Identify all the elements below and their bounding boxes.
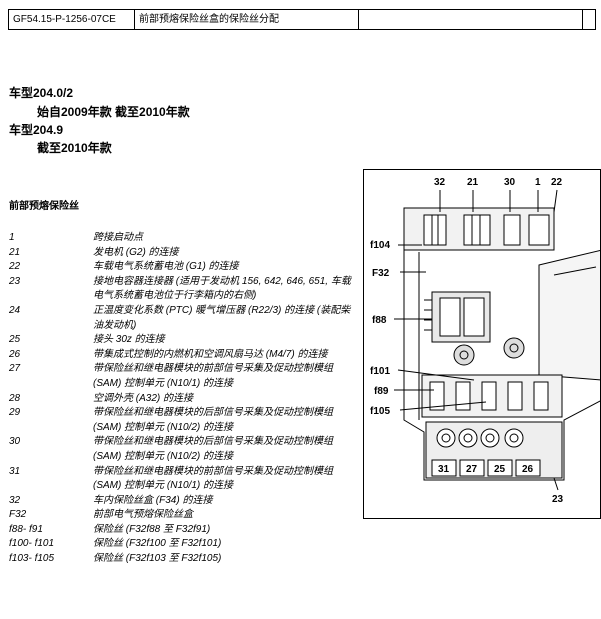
- figure-label: 26: [522, 464, 534, 475]
- model-2-range: 截至2010年款: [37, 141, 112, 155]
- document-header-table: GF54.15-P-1256-07CE 前部预熔保险丝盒的保险丝分配: [8, 9, 596, 30]
- legend-text: 带保险丝和继电器模块的后部信号采集及促动控制模组 (SAM) 控制单元 (N10…: [93, 436, 333, 462]
- fuse-box-diagram: 32 21 30 1 22 f104 F32 f88 f101 f89 f105…: [363, 169, 601, 519]
- legend-key: 24: [9, 304, 21, 316]
- legend-key: 1: [9, 232, 15, 243]
- legend-item: 29 带保险丝和继电器模块的后部信号采集及促动控制模组 (SAM) 控制单元 (N…: [9, 406, 359, 435]
- legend-key: f103- f105: [9, 553, 55, 565]
- figure-label: F32: [372, 268, 390, 279]
- legend-item: 26 带集成式控制的内燃机和空调风扇马达 (M4/7) 的连接: [9, 348, 359, 363]
- figure-label: 23: [552, 494, 564, 505]
- legend-key: 25: [9, 334, 21, 346]
- header-cell-3: [359, 10, 583, 29]
- legend-text: 带保险丝和继电器模块的前部信号采集及促动控制模组 (SAM) 控制单元 (N10…: [93, 363, 333, 389]
- legend-text: 带保险丝和继电器模块的后部信号采集及促动控制模组 (SAM) 控制单元 (N10…: [93, 407, 333, 433]
- legend-key: F32: [9, 509, 27, 521]
- legend-key: 27: [9, 363, 21, 375]
- legend-key: 30: [9, 436, 21, 448]
- section-title: 前部预熔保险丝: [9, 201, 79, 212]
- legend-item: 1 跨接启动点: [9, 231, 359, 246]
- legend-item: 23 接地电容器连接器 (适用于发动机 156, 642, 646, 651, 车…: [9, 275, 359, 304]
- legend-item: 21 发电机 (G2) 的连接: [9, 246, 359, 261]
- model-2-name: 车型204.9: [9, 123, 64, 137]
- figure-label: 31: [438, 464, 450, 475]
- legend-key: 26: [9, 348, 21, 360]
- legend-item: 30 带保险丝和继电器模块的后部信号采集及促动控制模组 (SAM) 控制单元 (N…: [9, 435, 359, 464]
- legend-key: 29: [9, 407, 21, 419]
- model-1-name: 车型204.0/2: [9, 86, 74, 100]
- figure-label: f88: [372, 315, 387, 326]
- legend-key: 23: [9, 275, 21, 287]
- legend-key: 22: [9, 261, 21, 273]
- figure-label: 1: [535, 177, 541, 188]
- legend-text: 空调外壳 (A32) 的连接: [93, 392, 194, 404]
- figure-label: 21: [467, 177, 479, 188]
- legend-text: 带集成式控制的内燃机和空调风扇马达 (M4/7) 的连接: [93, 348, 328, 360]
- header-cell-4: [583, 10, 595, 29]
- figure-label: 25: [494, 464, 506, 475]
- model-1-range: 始自2009年款 截至2010年款: [37, 105, 190, 119]
- legend-item: 31 带保险丝和继电器模块的前部信号采集及促动控制模组 (SAM) 控制单元 (N…: [9, 465, 359, 494]
- legend-key: 31: [9, 465, 21, 477]
- legend-text: 跨接启动点: [93, 232, 143, 243]
- figure-label: f101: [370, 366, 390, 377]
- legend-item: f100- f101 保险丝 (F32f100 至 F32f101): [9, 537, 359, 552]
- legend-item: 25 接头 30z 的连接: [9, 333, 359, 348]
- legend-list: 1 跨接启动点 21 发电机 (G2) 的连接 22 车载电气系统蓄电池 (G1) 的…: [9, 231, 359, 567]
- legend-key: f88- f91: [9, 523, 43, 535]
- legend-text: 车载电气系统蓄电池 (G1) 的连接: [93, 261, 239, 273]
- legend-item: 28 空调外壳 (A32) 的连接: [9, 392, 359, 407]
- legend-text: 正温度变化系数 (PTC) 暖气增压器 (R22/3) 的连接 (装配柴油发动机…: [93, 304, 351, 331]
- figure-label: f105: [370, 406, 390, 417]
- legend-item: 32 车内保险丝盒 (F34) 的连接: [9, 494, 359, 509]
- legend-text: 接地电容器连接器 (适用于发动机 156, 642, 646, 651, 车载电…: [93, 275, 351, 302]
- legend-item: 22 车载电气系统蓄电池 (G1) 的连接: [9, 260, 359, 275]
- legend-text: 带保险丝和继电器模块的前部信号采集及促动控制模组 (SAM) 控制单元 (N10…: [93, 465, 333, 492]
- legend-item: 27 带保险丝和继电器模块的前部信号采集及促动控制模组 (SAM) 控制单元 (N…: [9, 362, 359, 391]
- legend-text: 车内保险丝盒 (F34) 的连接: [93, 494, 213, 506]
- figure-label: f89: [374, 386, 389, 397]
- legend-item: f103- f105 保险丝 (F32f103 至 F32f105): [9, 552, 359, 567]
- figure-label: f104: [370, 240, 390, 251]
- legend-key: 28: [9, 392, 21, 404]
- figure-label: 32: [434, 177, 446, 188]
- legend-item: f88- f91 保险丝 (F32f88 至 F32f91): [9, 523, 359, 538]
- legend-key: f100- f101: [9, 538, 55, 550]
- legend-item: F32 前部电气预熔保险丝盒: [9, 508, 359, 523]
- legend-key: 32: [9, 494, 21, 506]
- doc-id: GF54.15-P-1256-07CE: [9, 10, 135, 29]
- legend-text: 保险丝 (F32f88 至 F32f91): [93, 523, 211, 535]
- legend-text: 前部电气预熔保险丝盒: [93, 509, 193, 521]
- legend-text: 接头 30z 的连接: [93, 334, 165, 346]
- figure-label: 22: [551, 177, 563, 188]
- fuse-box-drawing: 32 21 30 1 22 f104 F32 f88 f101 f89 f105…: [370, 177, 600, 505]
- figure-label: 30: [504, 177, 516, 188]
- legend-text: 保险丝 (F32f103 至 F32f105): [93, 553, 222, 565]
- legend-key: 21: [9, 246, 21, 258]
- legend-text: 发电机 (G2) 的连接: [93, 246, 179, 258]
- legend-text: 保险丝 (F32f100 至 F32f101): [93, 538, 222, 550]
- figure-label: 27: [466, 464, 478, 475]
- legend-item: 24 正温度变化系数 (PTC) 暖气增压器 (R22/3) 的连接 (装配柴油发…: [9, 304, 359, 333]
- doc-title: 前部预熔保险丝盒的保险丝分配: [135, 10, 359, 29]
